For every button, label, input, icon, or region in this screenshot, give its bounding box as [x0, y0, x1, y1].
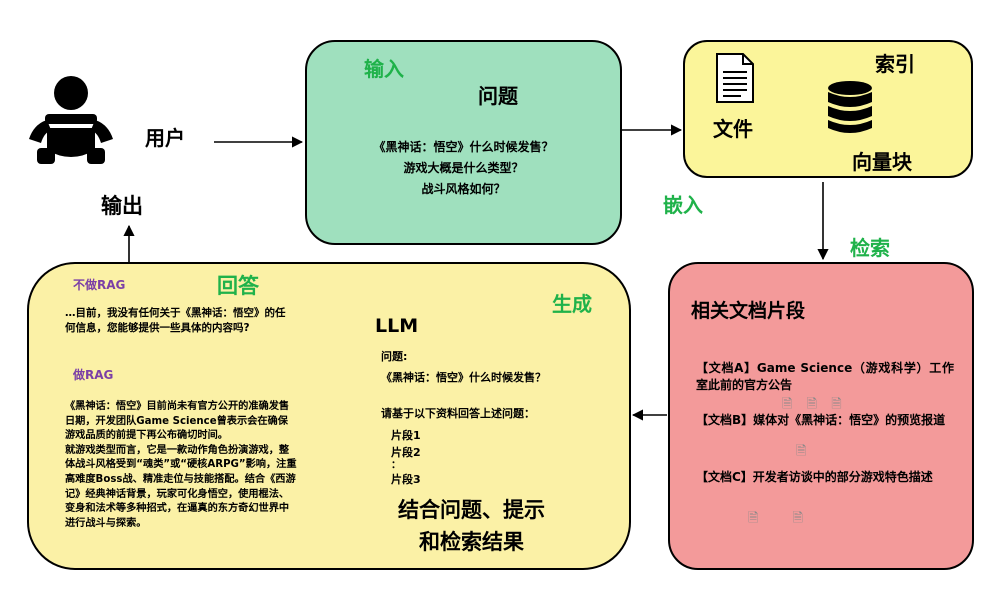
doc-a-file-icons: 🗎 🗎 🗎	[782, 395, 842, 417]
llm-summary-2: 和检索结果	[419, 530, 524, 554]
doc-c: 【文档C】开发者访谈中的部分游戏特色描述	[696, 470, 933, 484]
doc-b-file-icons: 🗎	[796, 442, 806, 464]
baby-user-icon	[29, 76, 113, 164]
doc-file-icon: 🗎	[792, 511, 804, 526]
doc-c-file-icons: 🗎 🗎	[748, 509, 803, 531]
doc-file-icon: 🗎	[748, 511, 759, 526]
question-list: 《黑神话：悟空》什么时候发售？ 游戏大概是什么类型？ 战斗风格如何？	[307, 137, 620, 200]
input-subtitle: 问题	[478, 84, 518, 108]
llm-question-text: 《黑神话：悟空》什么时候发售？	[381, 371, 546, 384]
document-icon	[716, 53, 754, 103]
relevant-docs-box: 相关文档片段 【文档A】Game Science（游戏科学）工作室此前的官方公告…	[668, 262, 974, 570]
input-box: 输入 问题 《黑神话：悟空》什么时候发售？ 游戏大概是什么类型？ 战斗风格如何？	[305, 40, 622, 245]
doc-file-icon: 🗎	[831, 397, 842, 412]
doc-file-icon: 🗎	[806, 397, 818, 412]
no-rag-label: 不做RAG	[73, 278, 126, 292]
fragment-1: 片段1	[391, 429, 421, 442]
vector-label: 向量块	[852, 150, 912, 174]
doc-file-icon: 🗎	[796, 444, 807, 459]
rag-answer-part-1: 《黑神话：悟空》目前尚未有官方公开的准确发售日期，开发团队Game Scienc…	[65, 401, 290, 442]
index-title: 索引	[875, 52, 915, 76]
index-box: 文件 索引 向量块	[683, 40, 973, 178]
fragment-3: 片段3	[391, 473, 421, 486]
doc-file-icon: 🗎	[782, 397, 793, 412]
output-label: 输出	[101, 194, 143, 218]
llm-instruction: 请基于以下资料回答上述问题：	[381, 407, 535, 420]
llm-title: LLM	[375, 315, 419, 337]
answer-title: 回答	[217, 274, 259, 298]
fragment-2: 片段2	[391, 446, 421, 459]
question-3: 战斗风格如何？	[421, 182, 506, 196]
fragment-ellipsis: ：	[391, 460, 401, 471]
rag-answer: 《黑神话：悟空》目前尚未有官方公开的准确发售日期，开发团队Game Scienc…	[65, 400, 297, 531]
embed-label: 嵌入	[663, 193, 703, 217]
doc-b: 【文档B】媒体对《黑神话：悟空》的预览报道	[696, 413, 946, 427]
question-2: 游戏大概是什么类型？	[403, 161, 524, 175]
answer-box: 不做RAG 回答 生成 …目前，我没有任何关于《黑神话：悟空》的任何信息，您能够…	[27, 262, 631, 570]
rag-label: 做RAG	[73, 368, 114, 382]
retrieve-label: 检索	[850, 236, 890, 260]
question-1: 《黑神话：悟空》什么时候发售？	[373, 140, 554, 154]
rag-answer-part-2: 就游戏类型而言，它是一款动作角色扮演游戏，整体战斗风格受到“魂类”或“硬核ARP…	[65, 444, 297, 529]
llm-question-label: 问题:	[381, 350, 408, 363]
doc-a: 【文档A】Game Science（游戏科学）工作室此前的官方公告	[696, 361, 954, 392]
database-icon	[828, 81, 872, 133]
file-label: 文件	[713, 117, 753, 141]
input-title: 输入	[364, 57, 404, 81]
user-label: 用户	[145, 126, 185, 150]
docs-title: 相关文档片段	[691, 300, 806, 322]
llm-summary-1: 结合问题、提示	[398, 498, 545, 522]
generate-label: 生成	[552, 292, 592, 316]
no-rag-answer: …目前，我没有任何关于《黑神话：悟空》的任何信息，您能够提供一些具体的内容吗?	[65, 307, 286, 334]
